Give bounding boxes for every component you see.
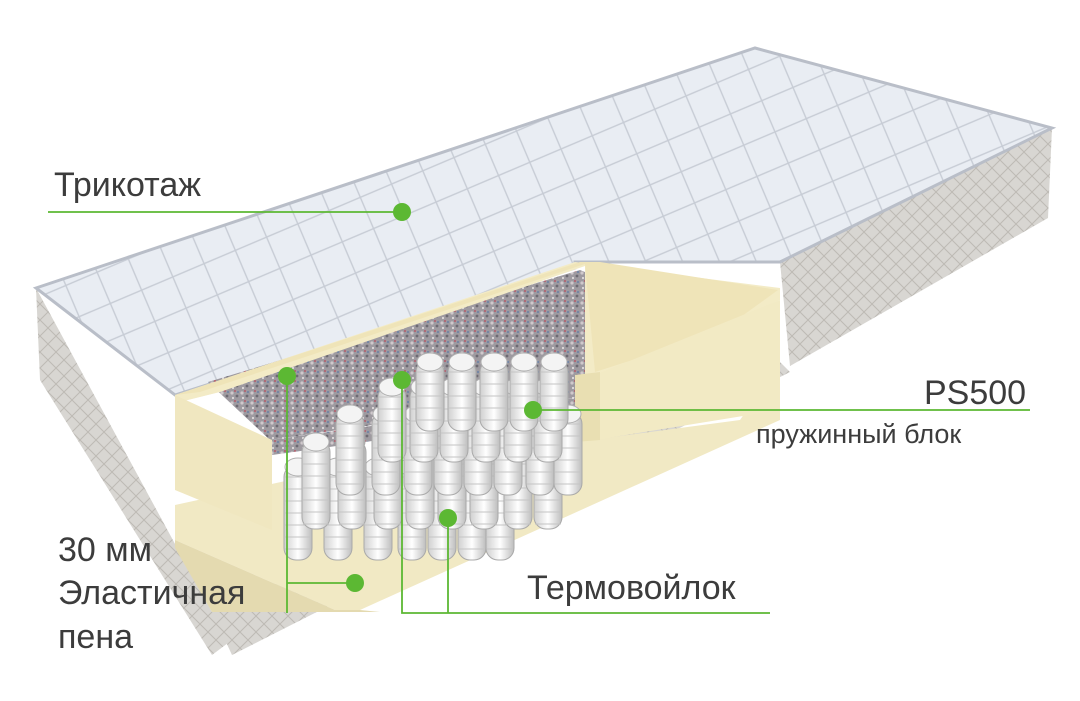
marker-foam-top [278,367,296,385]
pocket-spring [377,377,407,463]
label-felt: Термовойлок [527,569,736,607]
mattress-front-side [36,288,232,655]
label-block-model: PS500 [924,374,1027,412]
label-block-desc: пружинный блок [756,419,962,449]
foam-wall-left [175,395,272,530]
label-foam-line1: Эластичная [58,574,246,612]
mattress-right-side [780,128,1052,366]
foam-base-edge [175,540,380,612]
leader-felt-a [401,380,770,614]
pocket-spring [509,352,539,432]
marker-foam-base [346,574,364,592]
foam-wall-right [595,300,780,440]
label-foam-thickness: 30 мм [58,531,153,569]
foam-wall-top-face [175,262,778,395]
marker-felt-bottom [439,509,457,527]
label-knit: Трикотаж [54,166,202,204]
pocket-spring [539,352,569,432]
marker-felt-top [393,371,411,389]
pocket-spring [301,432,331,530]
label-foam-line2: пена [58,618,134,656]
pocket-spring [447,352,477,432]
pocket-spring [415,352,445,432]
pocket-spring [335,404,365,496]
pocket-spring-block [283,352,583,561]
marker-knit [393,203,411,221]
pocket-spring [479,352,509,432]
marker-springs [524,401,542,419]
